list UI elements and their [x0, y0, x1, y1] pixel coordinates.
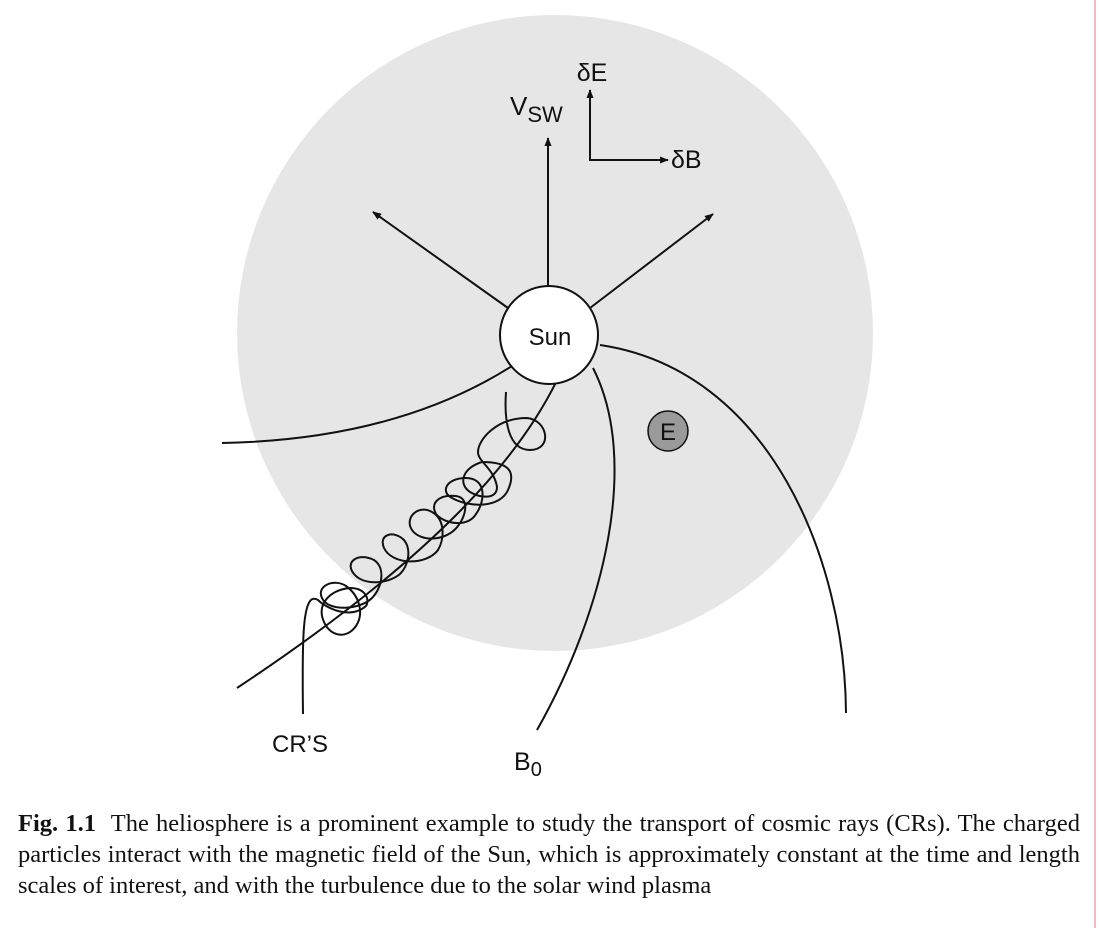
sun-label: Sun	[529, 324, 572, 351]
solar-wind-arrow-right	[589, 213, 714, 309]
b0-label: B0	[514, 748, 542, 781]
delta-e-label: δE	[577, 59, 608, 87]
margin-rule	[1094, 0, 1096, 928]
heliosphere-diagram: Sun E VSW δE δB CR’S B0	[221, 15, 873, 781]
earth-label: E	[660, 419, 676, 446]
field-line-left	[221, 365, 513, 444]
figure-number: Fig. 1.1	[18, 810, 96, 837]
delta-axes	[589, 108, 660, 161]
solar-wind-velocity-label: VSW	[510, 91, 563, 127]
field-line-right	[599, 344, 847, 714]
solar-wind-arrow-left	[372, 211, 509, 309]
field-line-cr	[236, 373, 561, 689]
cosmic-ray-helix	[301, 391, 547, 715]
figure-caption: Fig. 1.1 The heliosphere is a prominent …	[18, 808, 1080, 901]
field-line-b0	[536, 367, 616, 731]
delta-b-label: δB	[671, 146, 702, 174]
cosmic-rays-label: CR’S	[272, 731, 328, 758]
sun	[499, 285, 599, 385]
earth	[647, 410, 689, 452]
caption-text: The heliosphere is a prominent example t…	[18, 810, 1080, 899]
